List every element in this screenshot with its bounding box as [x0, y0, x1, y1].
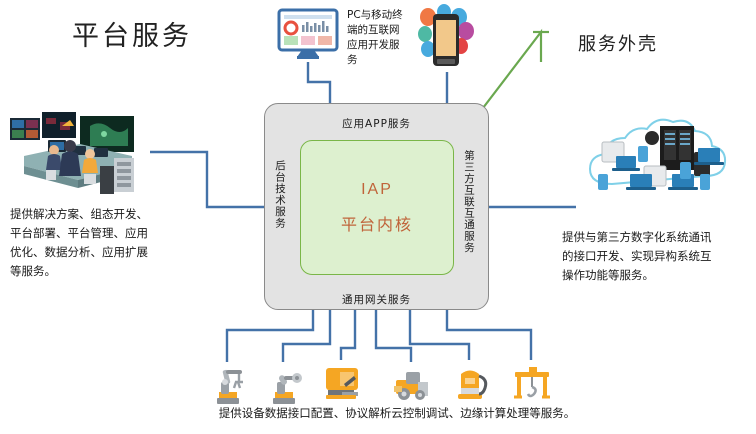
- wire-shell-to-machine-4: [408, 310, 471, 360]
- robot-arm-icon: [217, 369, 243, 404]
- wire-shell-to-machine-5: [445, 310, 533, 360]
- wire-shell-to-machine-0: [225, 310, 315, 362]
- callout-left-text: 提供解决方案、组态开发、平台部署、平台管理、应用优化、数据分析、应用扩展等服务。: [10, 207, 148, 278]
- control-room-illustration: [10, 112, 134, 194]
- industrial-press-icon: [394, 372, 428, 400]
- platform-core-acronym: IAP: [361, 180, 393, 198]
- shell-label-thirdparty-interconnect-service: 第三方互联互通服务: [463, 150, 475, 254]
- welding-machine-icon: [458, 370, 488, 399]
- wire-shell-to-machine-3: [374, 310, 413, 362]
- shell-label-app-service: 应用APP服务: [342, 118, 411, 130]
- wire-shell-to-machine-2: [339, 310, 357, 360]
- callout-right-text: 提供与第三方数字化系统通讯的接口开发、实现异构系统互操作功能等服务。: [562, 230, 712, 282]
- platform-core-box[interactable]: IAP 平台内核: [300, 140, 454, 275]
- cnc-machine-icon: [326, 368, 358, 399]
- callout-bottom-text: 提供设备数据接口配置、协议解析云控制调试、边缘计算处理等服务。: [218, 406, 576, 420]
- shell-label-backend-tech-service: 后台技术服务: [274, 160, 286, 229]
- callout-top-text: PC与移动终端的互联网应用开发服务: [347, 9, 403, 66]
- page-title-service-shell: 服务外壳: [578, 34, 658, 55]
- wire-controlroom-to-shell: [150, 150, 264, 209]
- cloud-servers-illustration: [588, 118, 727, 190]
- gantry-crane-icon: [514, 367, 550, 399]
- wire-shell-to-machine-1: [281, 310, 332, 362]
- platform-core-name: 平台内核: [340, 214, 413, 234]
- dashboard-monitor-icon: [277, 8, 339, 59]
- wire-monitor-to-shell: [306, 62, 332, 103]
- shell-label-gateway-service: 通用网关服务: [342, 294, 411, 306]
- page-title-platform-service: 平台服务: [72, 21, 192, 52]
- mobile-apps-icon: [418, 4, 474, 66]
- robot-arm-small-icon: [273, 373, 302, 404]
